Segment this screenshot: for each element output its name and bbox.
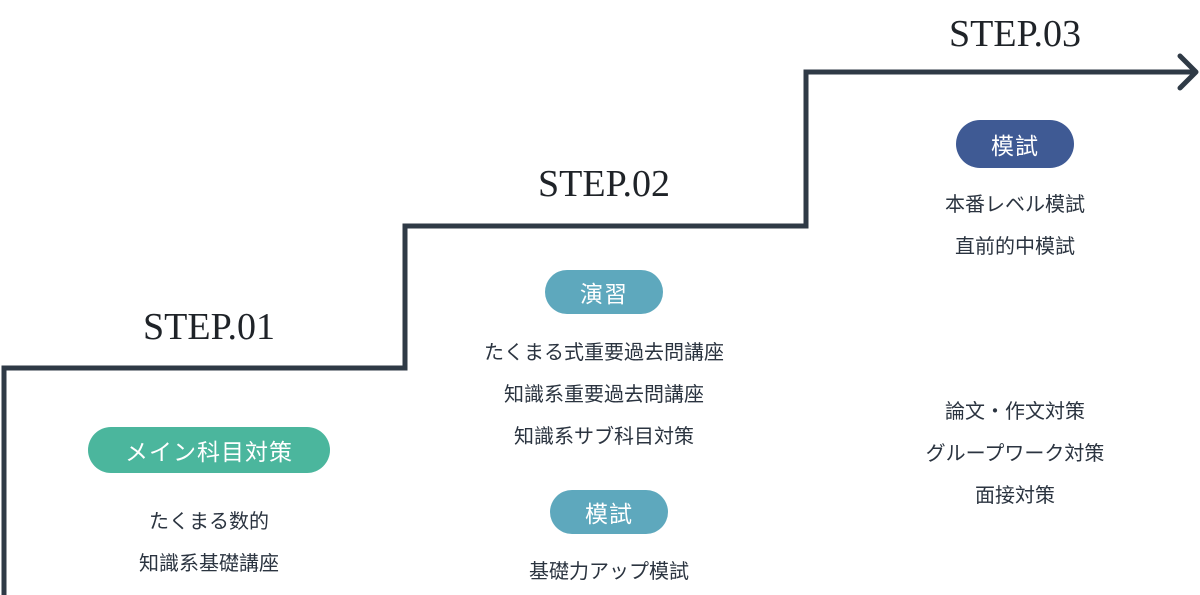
list-item: 知識系基礎講座 (139, 551, 279, 575)
step-3-interview-list: 論文・作文対策 グループワーク対策 面接対策 (926, 390, 1105, 516)
list-item: 面接対策 (975, 483, 1055, 507)
list-item: 直前的中模試 (955, 234, 1075, 258)
step-1-title: STEP.01 (143, 306, 275, 348)
list-item: たくまる数的 (149, 509, 269, 533)
staircase-line (1, 69, 1195, 595)
step-2-mock-list: 基礎力アップ模試 (529, 550, 689, 592)
list-item: 知識系重要過去問講座 (504, 382, 704, 406)
step-2-badge-mock-exam: 模試 (550, 490, 668, 534)
list-item: 基礎力アップ模試 (529, 559, 689, 583)
list-item: 論文・作文対策 (945, 399, 1085, 423)
step-3-title: STEP.03 (949, 13, 1081, 55)
list-item: 知識系サブ科目対策 (514, 424, 694, 448)
step-2-badge-practice: 演習 (545, 270, 663, 314)
list-item: 本番レベル模試 (945, 192, 1085, 216)
step-3-mock-list: 本番レベル模試 直前的中模試 (945, 183, 1085, 267)
step-3-badge-mock-exam: 模試 (956, 120, 1074, 168)
step-2-practice-list: たくまる式重要過去問講座 知識系重要過去問講座 知識系サブ科目対策 (484, 331, 724, 457)
arrowhead-icon (1177, 53, 1199, 91)
step-1-list: たくまる数的 知識系基礎講座 (139, 500, 279, 584)
step-2-title: STEP.02 (538, 163, 670, 205)
step-1-badge-main-subjects: メイン科目対策 (88, 427, 330, 473)
list-item: たくまる式重要過去問講座 (484, 340, 724, 364)
list-item: グループワーク対策 (925, 441, 1105, 465)
